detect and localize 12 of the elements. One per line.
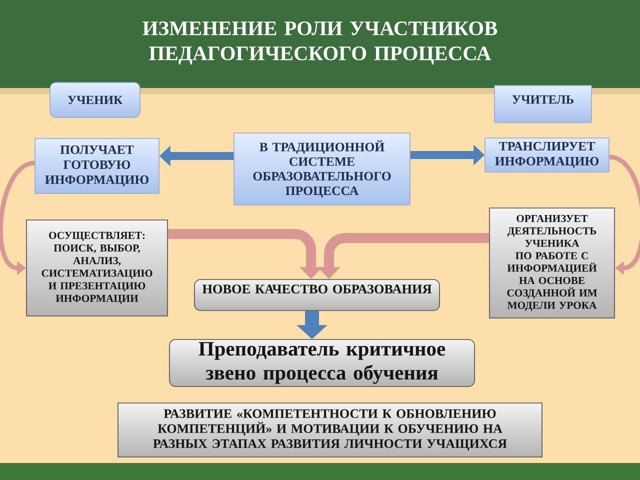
process-box: ПОЛУЧАЕТ ГОТОВУЮ ИНФОРМАЦИЮ xyxy=(34,138,160,194)
rounded-box: Преподаватель критичное звено процесса обучения xyxy=(169,339,475,387)
process-box: ТРАНСЛИРУЕТ ИНФОРМАЦИЮ xyxy=(484,138,610,172)
rounded-box: НОВОЕ КАЧЕСТВО ОБРАЗОВАНИЯ xyxy=(194,279,440,311)
slide-title: ИЗМЕНЕНИЕ РОЛИ УЧАСТНИКОВ ПЕДАГОГИЧЕСКОГО ПРОЦЕССА xyxy=(142,22,498,64)
process-box: В ТРАДИЦИОННОЙ СИСТЕМЕ ОБРАЗОВАТЕЛЬНОГО ПРОЦЕССА xyxy=(234,132,410,206)
process-box: ОСУЩЕСТВЛЯЕТ: ПОИСК, ВЫБОР, АНАЛИЗ, СИСТЕМАТИЗАЦИЮ И ПРЕЗЕНТАЦИЮ ИНФОРМАЦИИ xyxy=(26,220,168,316)
process-box: ОРГАНИЗУЕТ ДЕЯТЕЛЬНОСТЬ УЧЕНИКА ПО РАБОТЕ С ИНФОРМАЦИЕЙ НА ОСНОВЕ СОЗДАННОЙ ИМ МОДЕЛИ УРОКА xyxy=(489,208,615,318)
role-box: УЧЕНИК xyxy=(50,82,140,118)
curved-arrow xyxy=(608,154,640,275)
text-box: РАЗВИТИЕ «КОМПЕТЕНТНОСТИ К ОБНОВЛЕНИЮ КОМПЕТЕНЦИЙ» И МОТИВАЦИИ К ОБУЧЕНИЮ НА РАЗНЫХ ЭТАПАХ РАЗВИТИЯ ЛИЧНОСТИ УЧАЩИХСЯ xyxy=(118,402,542,458)
role-box: УЧИТЕЛЬ xyxy=(494,85,592,123)
